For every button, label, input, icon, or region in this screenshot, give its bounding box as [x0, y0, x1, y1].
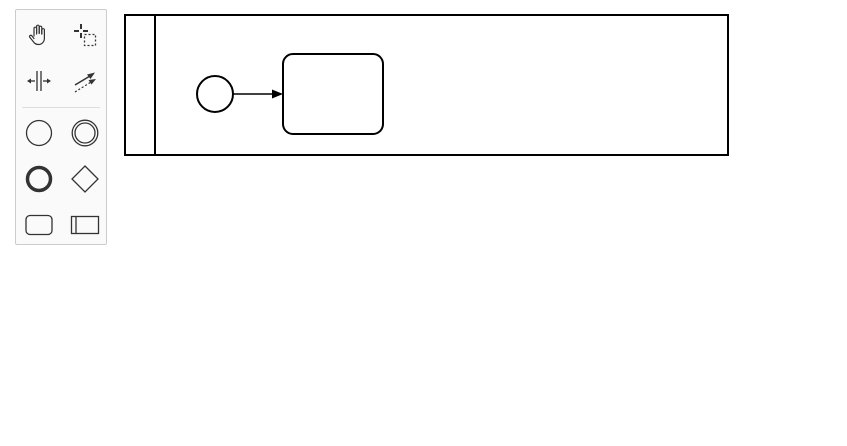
- task-icon: [25, 214, 53, 236]
- palette: [15, 9, 107, 245]
- create-end-event-button[interactable]: [16, 156, 62, 202]
- connect-icon: [74, 72, 96, 93]
- global-connect-tool[interactable]: [62, 58, 108, 104]
- sequence-flow[interactable]: [233, 89, 283, 99]
- create-pool-button[interactable]: [62, 202, 108, 248]
- space-tool[interactable]: [16, 58, 62, 104]
- lasso-tool[interactable]: [62, 12, 108, 58]
- arrow-head: [272, 89, 283, 99]
- start-event[interactable]: [196, 75, 234, 113]
- intermediate-event-icon: [71, 119, 99, 147]
- gateway-icon: [71, 165, 99, 193]
- participant-icon: [70, 215, 100, 235]
- start-event-icon: [25, 119, 53, 147]
- create-task-button[interactable]: [16, 202, 62, 248]
- create-gateway-button[interactable]: [62, 156, 108, 202]
- hand-tool[interactable]: [16, 12, 62, 58]
- task[interactable]: [282, 53, 384, 135]
- create-start-event-button[interactable]: [16, 110, 62, 156]
- hand-icon: [28, 24, 45, 46]
- space-icon: [27, 71, 51, 91]
- end-event-icon: [25, 165, 53, 193]
- palette-separator: [22, 107, 100, 108]
- create-intermediate-event-button[interactable]: [62, 110, 108, 156]
- lasso-icon: [74, 24, 97, 47]
